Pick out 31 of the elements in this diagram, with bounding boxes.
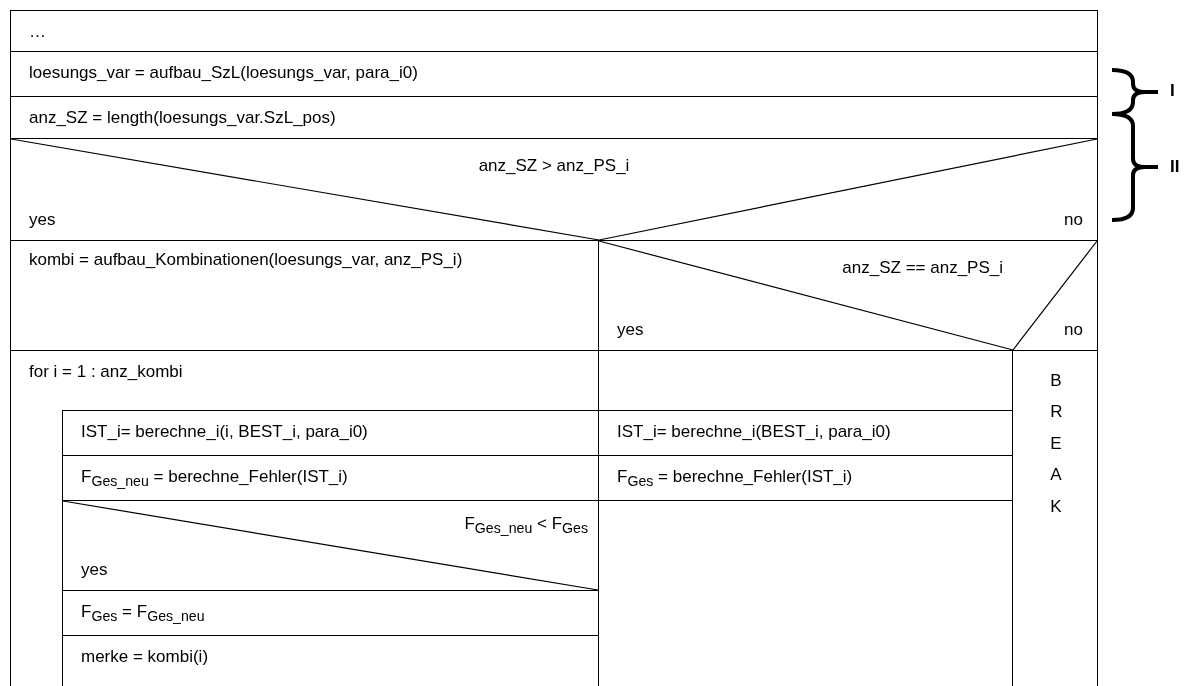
statement-text: merke = kombi(i) [81, 646, 210, 668]
statement-text: anz_SZ = length(loesungs_var.SzL_pos) [29, 107, 337, 129]
statement-block [10, 51, 1098, 97]
statement-block [10, 10, 1098, 52]
statement-text: for i = 1 : anz_kombi [29, 361, 184, 383]
statement-block [10, 96, 1098, 139]
bracket-label: I [1170, 80, 1175, 102]
condition-text: F$_{Ges_neu}$ < F$_{Ges}$ [464, 513, 588, 539]
statement-text: loesungs_var = aufbau_SzL(loesungs_var, para_i0) [29, 62, 419, 84]
condition-block [10, 138, 1098, 241]
statement-text: kombi = aufbau_Kombinationen(loesungs_var, anz_PS_i) [29, 249, 464, 271]
statement-text: IST_i= berechne_i(BEST_i, para_i0) [617, 421, 892, 443]
statement-text: BREAK [1050, 370, 1060, 518]
branch-label: no [1064, 319, 1083, 342]
condition-block [598, 240, 1098, 351]
bracket-label: II [1170, 156, 1180, 178]
statement-text: F$_{Ges}$ = berechne_Fehler(IST_i) [617, 466, 854, 492]
statement-text: … [29, 21, 47, 43]
condition-text: anz_SZ == anz_PS_i [842, 257, 1003, 279]
statement-text: F$_{Ges}$ = F$_{Ges_neu}$ [81, 601, 206, 627]
loop-block [10, 350, 599, 686]
condition-block [62, 500, 599, 591]
condition-text: anz_SZ > anz_PS_i [477, 155, 631, 177]
statement-text: IST_i= berechne_i(i, BEST_i, para_i0) [81, 421, 369, 443]
branch-label: yes [29, 209, 56, 232]
branch-label: yes [617, 319, 644, 342]
statement-block [10, 240, 599, 351]
branch-label: yes [81, 559, 108, 582]
statement-block [62, 410, 599, 456]
branch-label: no [1064, 209, 1083, 232]
statement-text: F$_{Ges_neu}$ = berechne_Fehler(IST_i) [81, 466, 349, 492]
